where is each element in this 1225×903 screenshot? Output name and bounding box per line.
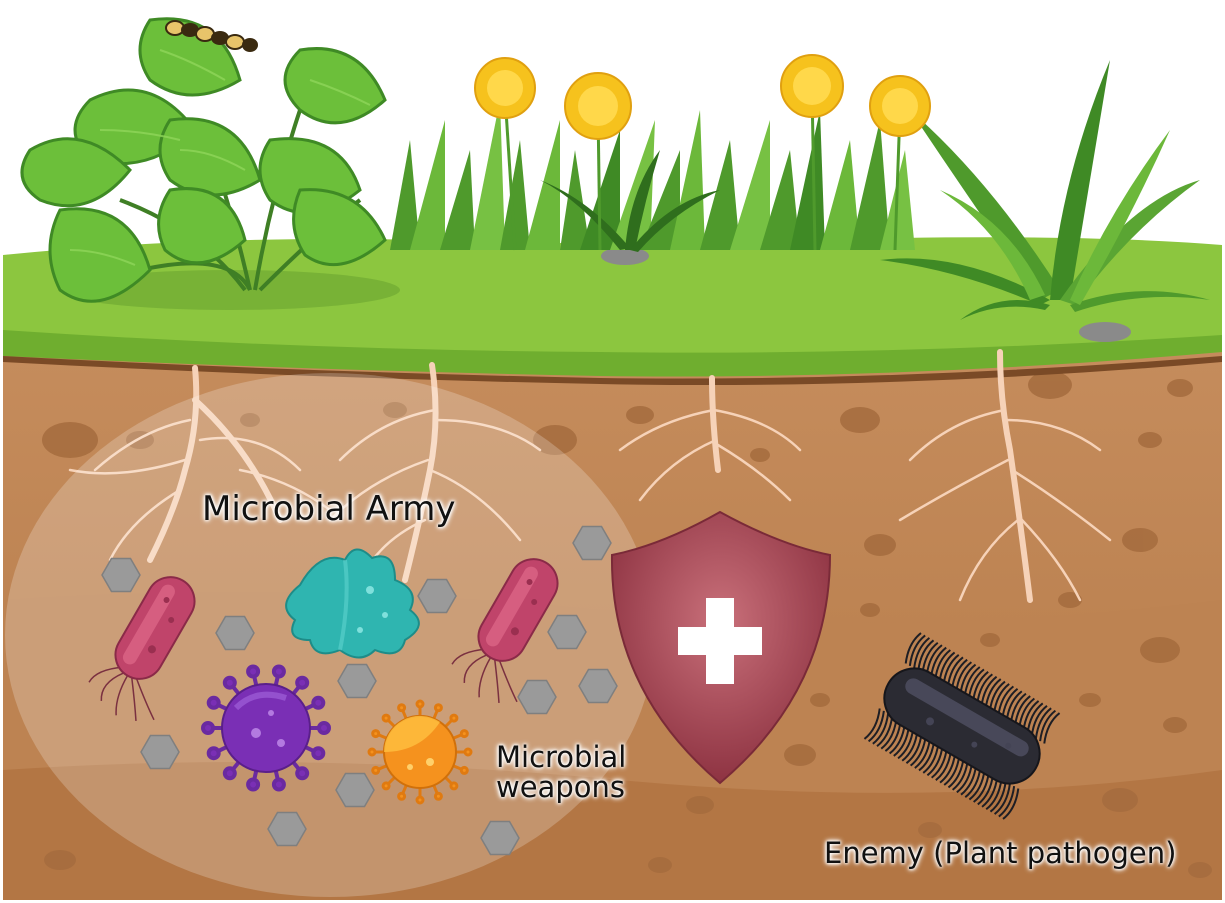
rock-icon	[1079, 322, 1131, 342]
microbial-weapons-line2: weapons	[496, 772, 626, 802]
microbial-weapons-line1: Microbial	[496, 742, 626, 772]
virus-icon	[369, 701, 471, 803]
leafy-plant-icon	[22, 19, 385, 302]
microbial-army-label: Microbial Army	[202, 492, 456, 528]
enemy-plant-pathogen-label: Enemy (Plant pathogen)	[824, 838, 1176, 868]
microbial-weapons-label: Microbial weapons	[496, 742, 626, 803]
